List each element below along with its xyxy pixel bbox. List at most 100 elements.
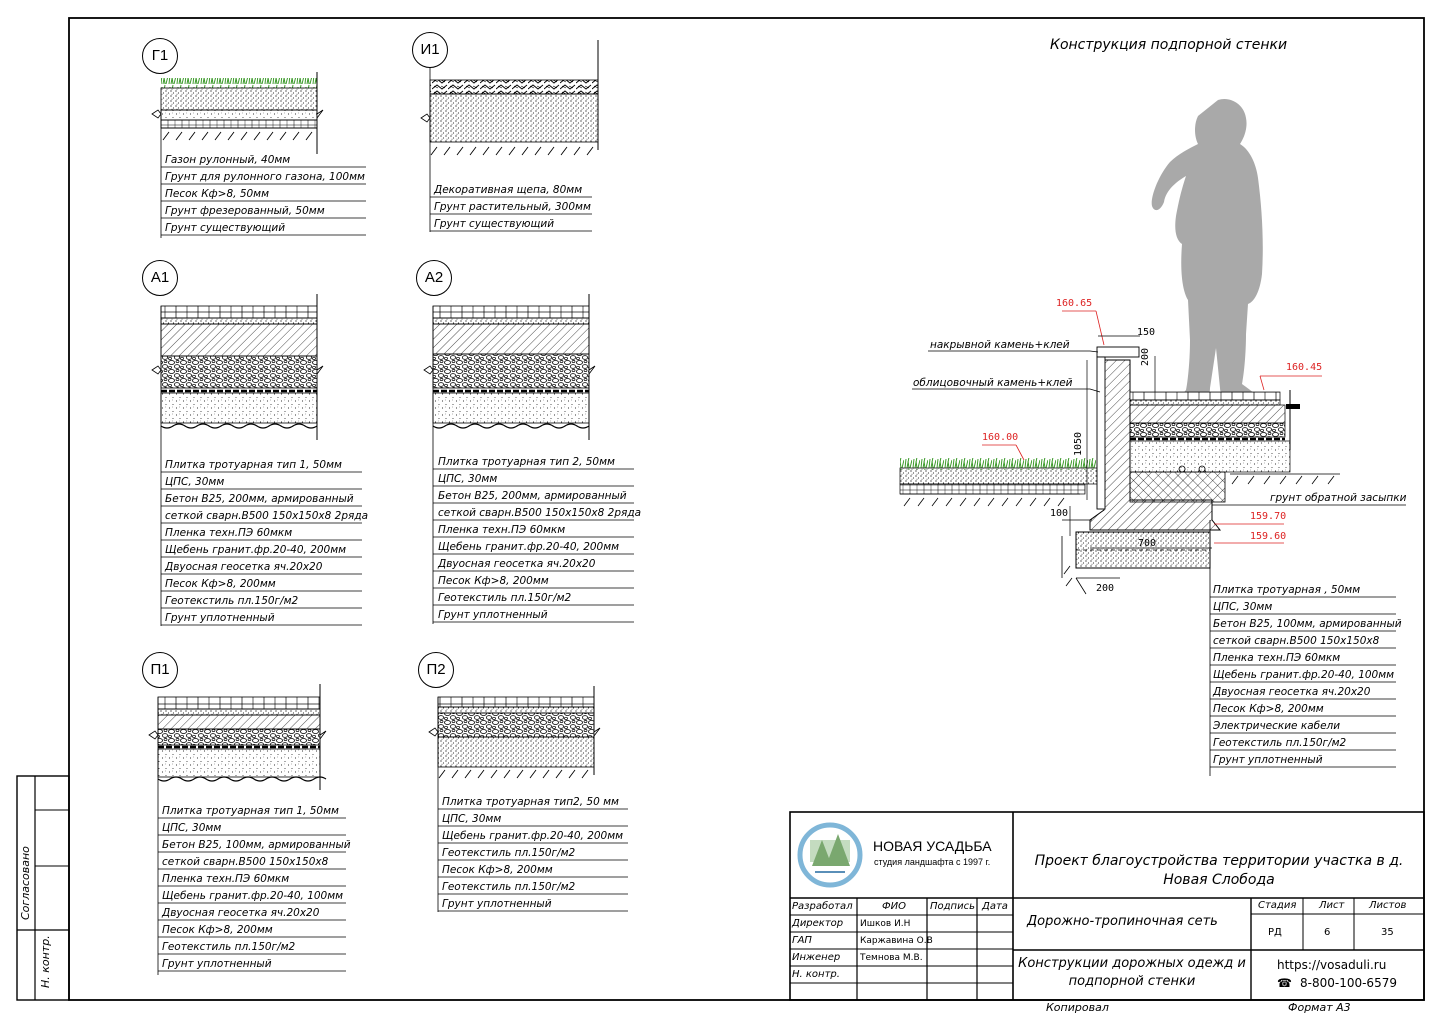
layer-label: сеткой сварн.B500 150х150х8	[1213, 635, 1380, 647]
layer-label: Песок Кф>8, 200мм	[165, 578, 276, 590]
layer-label: Плитка тротуарная тип2, 50 мм	[442, 796, 619, 808]
layer-label: Геотекстиль пл.150г/м2	[438, 592, 572, 604]
layer-label: ЦПС, 30мм	[165, 476, 225, 488]
row-role: Н. контр.	[792, 969, 840, 980]
layer-label: Двуосная геосетка яч.20х20	[1213, 686, 1371, 698]
layer-label: Пленка техн.ПЭ 60мкм	[165, 527, 293, 539]
tag-a1: А1	[142, 260, 178, 296]
retaining-wall-drawing	[899, 98, 1406, 776]
sheet-frame	[68, 17, 1425, 1001]
layer-label: Пленка техн.ПЭ 60мкм	[1213, 652, 1341, 664]
layer-label: Пленка техн.ПЭ 60мкм	[438, 524, 566, 536]
row-role: ГАП	[792, 935, 812, 946]
side-stamp	[16, 775, 70, 1001]
head-sign: Подпись	[930, 901, 975, 912]
elevation-e1: 159.70	[1250, 511, 1287, 522]
layer-label: Песок Кф>8, 200мм	[1213, 703, 1324, 715]
layer-label: Щебень гранит.фр.20-40, 200мм	[438, 541, 620, 553]
layer-label: Бетон B25, 200мм, армированный	[438, 490, 627, 502]
dim-150: 150	[1137, 327, 1156, 338]
layer-label: Песок Кф>8, 50мм	[165, 188, 270, 200]
tag-p1: П1	[142, 652, 178, 688]
layer-label: Электрические кабели	[1213, 720, 1341, 732]
dim-200-vertical: 200	[1140, 347, 1151, 366]
layer-label: Песок Кф>8, 200мм	[442, 864, 553, 876]
tag-i1: И1	[412, 32, 448, 68]
dim-1050: 1050	[1073, 431, 1084, 456]
row-role: Директор	[792, 918, 844, 929]
layer-table-rules	[158, 166, 1396, 972]
phone-icon: ☎	[1277, 976, 1292, 990]
section-a1-drawing	[151, 294, 324, 626]
layer-label: Грунт фрезерованный, 50мм	[165, 205, 325, 217]
layer-label: Бетон B25, 100мм, армированный	[1213, 618, 1402, 630]
side-stamp-agreed: Согласовано	[19, 846, 32, 920]
head-date: Дата	[982, 901, 1008, 912]
layer-label: Геотекстиль пл.150г/м2	[442, 847, 576, 859]
layer-label: Бетон B25, 200мм, армированный	[165, 493, 354, 505]
section-p1-drawing	[148, 684, 327, 975]
stage-value: РД	[1268, 927, 1282, 938]
layer-label: Двуосная геосетка яч.20х20	[165, 561, 323, 573]
layer-label: Грунт уплотненный	[442, 898, 552, 910]
sheet-title: Конструкция подпорной стенки	[1050, 37, 1288, 53]
elevation-left: 160.00	[982, 432, 1019, 443]
layer-label: Геотекстиль пл.150г/м2	[162, 941, 296, 953]
section-g1-drawing	[151, 72, 324, 238]
layer-label: Песок Кф>8, 200мм	[438, 575, 549, 587]
layer-label: Декоративная щепа, 80мм	[434, 184, 583, 196]
head-developed: Разработал	[792, 901, 853, 912]
row-role: Инженер	[792, 952, 841, 963]
row-name: Темнова М.В.	[860, 953, 923, 963]
sheet-name: Конструкции дорожных одежд и подпорной с…	[1018, 956, 1246, 989]
tag-g1: Г1	[142, 38, 178, 74]
copied-label: Копировал	[1046, 1001, 1109, 1014]
layer-label: Грунт уплотненный	[162, 958, 272, 970]
layer-label: Грунт уплотненный	[1213, 754, 1323, 766]
layer-label: сеткой сварн.B500 150х150х8 2ряда	[165, 510, 369, 522]
layer-label: Плитка тротуарная тип 1, 50мм	[162, 805, 339, 817]
dim-700: 700	[1138, 538, 1157, 549]
section-p2-drawing	[428, 686, 601, 912]
tag-p2: П2	[418, 652, 454, 688]
format-label: Формат А3	[1288, 1001, 1351, 1014]
row-name: Каржавина О.В	[860, 936, 933, 946]
title-block-frame	[789, 811, 1425, 1001]
layer-label: Плитка тротуарная , 50мм	[1213, 584, 1361, 596]
tag-a2: А2	[416, 260, 452, 296]
head-stage: Стадия	[1258, 900, 1297, 911]
dim-100: 100	[1050, 508, 1069, 519]
person-silhouette	[1151, 98, 1263, 400]
website-link[interactable]: https://vosaduli.ru	[1277, 958, 1387, 972]
layer-label: Пленка техн.ПЭ 60мкм	[162, 873, 290, 885]
layer-label: Двуосная геосетка яч.20х20	[438, 558, 596, 570]
layer-label: Грунт существующий	[165, 222, 286, 234]
layer-label: Грунт уплотненный	[165, 612, 275, 624]
wall-label-cap: накрывной камень+клей	[930, 339, 1070, 351]
section-i1-drawing	[420, 40, 599, 232]
company-name: НОВАЯ УСАДЬБА	[873, 838, 992, 854]
layer-label: сеткой сварн.B500 150х150х8 2ряда	[438, 507, 642, 519]
layer-label: ЦПС, 30мм	[162, 822, 222, 834]
layer-label: Грунт уплотненный	[438, 609, 548, 621]
layer-label: ЦПС, 30мм	[438, 473, 498, 485]
project-title: Проект благоустройства территории участк…	[1034, 853, 1404, 888]
layer-label: Щебень гранит.фр.20-40, 200мм	[442, 830, 624, 842]
layer-label: Песок Кф>8, 200мм	[162, 924, 273, 936]
layer-label: ЦПС, 30мм	[1213, 601, 1273, 613]
layer-label: Грунт для рулонного газона, 100мм	[165, 171, 365, 183]
elevation-e2: 159.60	[1250, 531, 1287, 542]
sheet-value: 6	[1324, 927, 1331, 938]
layer-label: Геотекстиль пл.150г/м2	[1213, 737, 1347, 749]
layer-label: ЦПС, 30мм	[442, 813, 502, 825]
layer-label: Плитка тротуарная тип 2, 50мм	[438, 456, 615, 468]
layer-label: сеткой сварн.B500 150х150х8	[162, 856, 329, 868]
wall-label-facing: облицовочный камень+клей	[913, 377, 1073, 389]
head-fio: ФИО	[882, 901, 906, 912]
company-logo	[797, 822, 863, 888]
row-name: Ишков И.Н	[860, 919, 911, 929]
phone-number: 8-800-100-6579	[1300, 976, 1397, 990]
sheets-value: 35	[1381, 927, 1394, 938]
section-a2-drawing	[423, 294, 596, 624]
